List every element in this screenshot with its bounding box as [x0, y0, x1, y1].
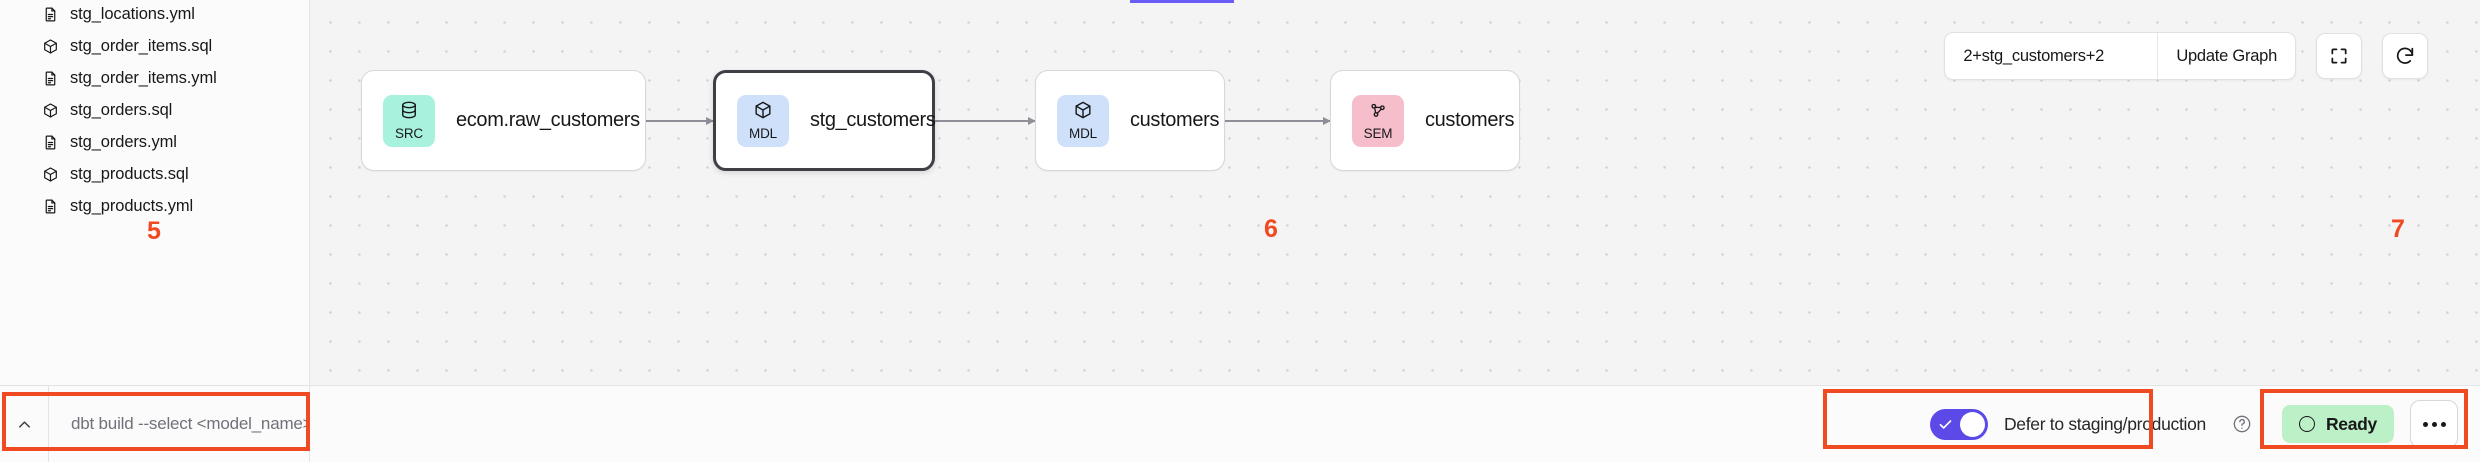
file-item-stg-orders-sql[interactable]: stg_orders.sql: [0, 94, 309, 126]
defer-label: Defer to staging/production: [2003, 413, 2206, 434]
file-name: stg_order_items.yml: [70, 68, 217, 87]
edge-customers-to-sem: [1225, 117, 1331, 124]
cube-icon: [753, 100, 773, 125]
command-input-wrapper[interactable]: [49, 386, 309, 462]
ellipsis-icon[interactable]: [2410, 400, 2458, 448]
lineage-graph-canvas[interactable]: Update Graph SRC ecom.raw_customers: [310, 0, 2480, 385]
check-icon: [1938, 417, 1953, 437]
graph-selector-group: Update Graph: [1944, 32, 2296, 80]
file-item-stg-products-sql[interactable]: stg_products.sql: [0, 158, 309, 190]
status-group: Ready: [2281, 400, 2458, 448]
graph-node-customers-model[interactable]: MDL customers: [1035, 70, 1225, 171]
node-badge-mdl: MDL: [1057, 94, 1109, 147]
node-label: customers: [1425, 109, 1515, 131]
database-icon: [399, 100, 419, 125]
file-yml-icon: [42, 134, 59, 151]
file-yml-icon: [42, 198, 59, 215]
node-badge-src: SRC: [383, 94, 435, 147]
refresh-icon[interactable]: [2382, 33, 2428, 79]
file-item-stg-order-items-yml[interactable]: stg_order_items.yml: [0, 62, 309, 94]
file-item-stg-products-yml[interactable]: stg_products.yml: [0, 190, 309, 222]
edge-stg-to-customers: [935, 117, 1036, 124]
status-label: Ready: [2325, 413, 2377, 434]
node-badge-sem: SEM: [1352, 94, 1404, 147]
node-badge-label: MDL: [749, 126, 777, 142]
file-list: stg_locations.yml stg_order_items.sql st…: [0, 0, 309, 222]
file-yml-icon: [42, 6, 59, 23]
node-badge-label: MDL: [1069, 126, 1097, 142]
file-name: stg_locations.yml: [70, 4, 195, 23]
file-tree-sidebar: stg_locations.yml stg_order_items.sql st…: [0, 0, 310, 385]
defer-toggle-group: Defer to staging/production: [1929, 408, 2252, 440]
node-label: ecom.raw_customers: [456, 109, 640, 131]
graph-toolbar: Update Graph: [1944, 32, 2428, 80]
file-name: stg_products.sql: [70, 164, 189, 183]
dot: [2422, 421, 2428, 427]
graph-selector-input[interactable]: [1961, 45, 2142, 67]
edge-src-to-stg: [645, 117, 714, 124]
file-yml-icon: [42, 70, 59, 87]
file-name: stg_orders.yml: [70, 132, 177, 151]
graph-node-ecom-raw-customers[interactable]: SRC ecom.raw_customers: [361, 70, 646, 171]
file-name: stg_order_items.sql: [70, 36, 213, 55]
cube-sql-icon: [42, 102, 59, 119]
fullscreen-icon[interactable]: [2316, 33, 2362, 79]
cube-sql-icon: [42, 166, 59, 183]
update-graph-button[interactable]: Update Graph: [2157, 33, 2295, 79]
status-badge[interactable]: Ready: [2281, 405, 2394, 443]
defer-toggle[interactable]: [1929, 408, 1988, 440]
graph-node-customers-semantic[interactable]: SEM customers: [1330, 70, 1520, 171]
active-tab-indicator: [1130, 0, 1234, 3]
node-badge-label: SRC: [395, 126, 423, 142]
cube-sql-icon: [42, 38, 59, 55]
file-item-stg-order-items-sql[interactable]: stg_order_items.sql: [0, 30, 309, 62]
file-name: stg_products.yml: [70, 196, 194, 215]
file-item-stg-orders-yml[interactable]: stg_orders.yml: [0, 126, 309, 158]
file-name: stg_orders.sql: [70, 100, 173, 119]
node-badge-label: SEM: [1363, 126, 1393, 142]
help-circle-icon[interactable]: [2232, 414, 2252, 434]
dot: [2431, 421, 2437, 427]
chevron-up-icon[interactable]: [0, 386, 49, 462]
bottom-status-bar: Defer to staging/production Ready: [310, 385, 2480, 462]
command-bar: [0, 385, 310, 462]
dot: [2440, 421, 2446, 427]
dbt-command-input[interactable]: [69, 413, 309, 435]
node-label: stg_customers: [810, 109, 936, 131]
semantic-graph-icon: [1368, 100, 1388, 125]
node-badge-mdl: MDL: [737, 94, 789, 147]
toggle-knob: [1959, 411, 1985, 437]
node-label: customers: [1130, 109, 1220, 131]
graph-selector-input-wrapper[interactable]: [1945, 33, 2157, 79]
file-item-stg-locations-yml[interactable]: stg_locations.yml: [0, 0, 309, 30]
cube-icon: [1073, 100, 1093, 125]
graph-node-stg-customers[interactable]: MDL stg_customers: [713, 70, 936, 171]
status-circle-icon: [2298, 416, 2315, 432]
